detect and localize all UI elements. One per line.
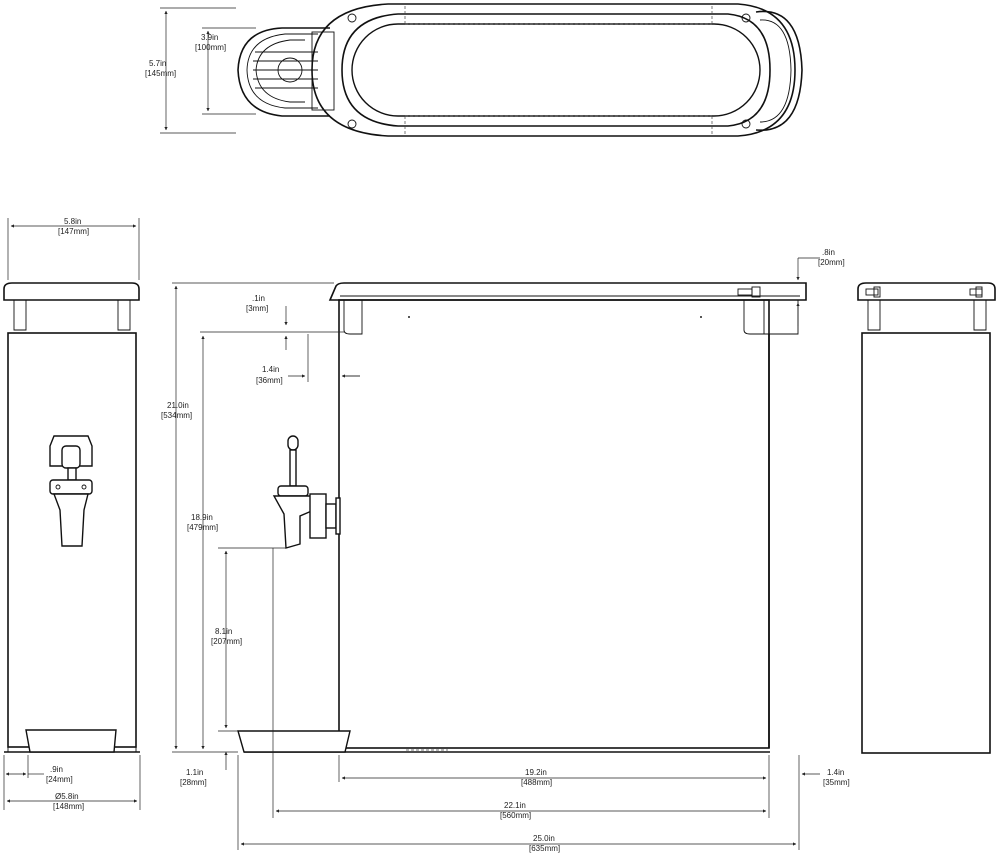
top-view: 5.7in [145mm] 3.9in [100mm] (145, 3, 803, 137)
tray-offset-mm: [24mm] (46, 775, 73, 784)
tank-top-view (311, 3, 796, 137)
lid-height-mm: [20mm] (818, 258, 845, 267)
body-height-mm: [479mm] (187, 523, 218, 532)
overall-width-mm: [635mm] (529, 844, 560, 853)
faucet-to-back-mm: [560mm] (500, 811, 531, 820)
tray-height-in: 1.1in (186, 768, 203, 777)
top-height-mm: [145mm] (145, 69, 176, 78)
side-view: 5.8in [147mm] .9in [24mm] Ø5.8in [148mm] (3, 217, 141, 811)
overall-width-in: 25.0in (533, 834, 555, 843)
base-diameter-mm: [148mm] (53, 802, 84, 811)
back-view (857, 282, 996, 754)
front-view: .8in [20mm] .1in [3mm] 1.4in [36mm] 21.0… (161, 248, 850, 853)
overall-height-mm: [534mm] (161, 411, 192, 420)
faucet-side-view (49, 435, 93, 547)
side-width-mm: [147mm] (58, 227, 89, 236)
lid-lip-in: .1in (252, 294, 265, 303)
lid-height-in: .8in (822, 248, 835, 257)
lid-lip-mm: [3mm] (246, 304, 268, 313)
rear-offset-in: 1.4in (827, 768, 844, 777)
side-width-in: 5.8in (64, 217, 81, 226)
faucet-front-view (272, 435, 341, 549)
body-height-in: 18.9in (191, 513, 213, 522)
faucet-offset-mm: [36mm] (256, 376, 283, 385)
faucet-offset-in: 1.4in (262, 365, 279, 374)
faucet-to-back-in: 22.1in (504, 801, 526, 810)
drip-tray-front (237, 730, 351, 753)
inner-width-mm: [488mm] (521, 778, 552, 787)
faucet-height-mm: [207mm] (211, 637, 242, 646)
faucet-width-in: 3.9in (201, 33, 218, 42)
top-height-in: 5.7in (149, 59, 166, 68)
handle-top-view (755, 10, 803, 131)
inner-width-in: 19.2in (525, 768, 547, 777)
overall-height-in: 21.0in (167, 401, 189, 410)
faucet-height-in: 8.1in (215, 627, 232, 636)
rear-offset-mm: [35mm] (823, 778, 850, 787)
tank-body-front (338, 299, 770, 749)
faucet-width-mm: [100mm] (195, 43, 226, 52)
tray-height-mm: [28mm] (180, 778, 207, 787)
tray-offset-in: .9in (50, 765, 63, 774)
base-diameter-in: Ø5.8in (55, 792, 79, 801)
